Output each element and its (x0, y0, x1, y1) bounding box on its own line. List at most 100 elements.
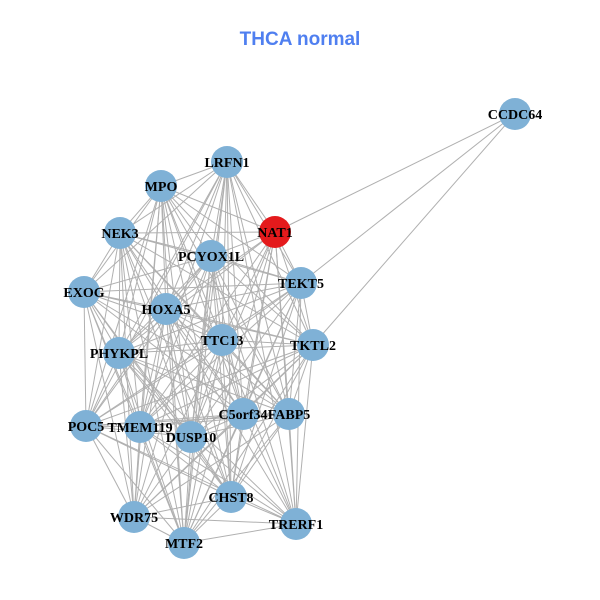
edge-ttc13-trerf1 (221, 339, 297, 525)
node-label: POC5 (68, 420, 105, 435)
node-phykpl[interactable] (103, 337, 135, 369)
node-label: C5orf34 (219, 408, 268, 423)
edge-hoxa5-fabp5 (165, 308, 290, 415)
node-wdr75[interactable] (118, 501, 150, 533)
node-fabp5[interactable] (273, 398, 305, 430)
edge-exog-wdr75 (83, 291, 135, 518)
edge-mpo-ttc13 (160, 185, 223, 341)
node-mpo[interactable] (145, 170, 177, 202)
edge-mpo-phykpl (118, 185, 162, 354)
edge-nek3-tktl2 (119, 232, 314, 346)
node-trerf1[interactable] (280, 508, 312, 540)
edge-mpo-c5orf34 (160, 185, 244, 415)
edge-lrfn1-phykpl (118, 161, 228, 354)
node-nek3[interactable] (104, 217, 136, 249)
edge-dusp10-mtf2 (183, 436, 192, 544)
edge-hoxa5-c5orf34 (165, 308, 244, 415)
node-nat1[interactable] (259, 216, 291, 248)
node-lrfn1[interactable] (211, 146, 243, 178)
edge-ccdc64-tekt5 (300, 113, 516, 284)
edge-chst8-wdr75 (133, 496, 232, 518)
node-hoxa5[interactable] (150, 293, 182, 325)
edge-tmem119-chst8 (139, 426, 232, 498)
edge-ttc13-poc5 (85, 339, 223, 427)
node-tktl2[interactable] (297, 329, 329, 361)
edge-wdr75-trerf1 (133, 516, 297, 525)
node-label: TRERF1 (269, 518, 323, 533)
edge-phykpl-mtf2 (118, 352, 185, 544)
edge-nek3-c5orf34 (119, 232, 244, 415)
edge-ttc13-dusp10 (190, 339, 223, 438)
edge-c5orf34-wdr75 (133, 413, 244, 518)
node-label: TMEM119 (107, 421, 172, 436)
edge-ttc13-fabp5 (221, 339, 290, 415)
edge-tktl2-chst8 (230, 344, 314, 498)
chart-title: THCA normal (239, 29, 361, 50)
edge-exog-c5orf34 (83, 291, 244, 415)
edge-nat1-mtf2 (183, 231, 276, 544)
node-poc5[interactable] (70, 410, 102, 442)
edge-exog-fabp5 (83, 291, 290, 415)
edge-nat1-hoxa5 (165, 231, 276, 310)
edge-tmem119-mtf2 (139, 426, 185, 544)
edge-ttc13-phykpl (118, 339, 223, 354)
edge-exog-poc5 (83, 291, 87, 427)
node-label: DUSP10 (166, 431, 217, 446)
node-label: MPO (145, 180, 178, 195)
edge-mtf2-trerf1 (183, 523, 297, 544)
node-tekt5[interactable] (285, 267, 317, 299)
edge-pcyox1l-fabp5 (210, 255, 290, 415)
edge-nat1-ttc13 (221, 231, 276, 341)
edge-tktl2-mtf2 (183, 344, 314, 544)
node-c5orf34[interactable] (227, 398, 259, 430)
edge-fabp5-trerf1 (288, 413, 297, 525)
node-ccdc64[interactable] (499, 98, 531, 130)
node-tmem119[interactable] (124, 411, 156, 443)
edge-hoxa5-tmem119 (139, 308, 167, 428)
edge-dusp10-trerf1 (190, 436, 297, 525)
node-label: FABP5 (268, 408, 311, 423)
edge-poc5-wdr75 (85, 425, 135, 518)
node-pcyox1l[interactable] (195, 240, 227, 272)
node-label: NEK3 (101, 227, 138, 242)
node-mtf2[interactable] (168, 527, 200, 559)
node-dusp10[interactable] (175, 421, 207, 453)
edge-lrfn1-exog (83, 161, 228, 293)
edge-pcyox1l-exog (83, 255, 212, 293)
node-label: PHYKPL (90, 347, 148, 362)
edge-ttc13-chst8 (221, 339, 232, 498)
edge-nek3-tmem119 (119, 232, 141, 428)
edge-poc5-chst8 (85, 425, 232, 498)
edge-tktl2-dusp10 (190, 344, 314, 438)
edge-tktl2-tmem119 (139, 344, 314, 428)
node-chst8[interactable] (215, 481, 247, 513)
edge-pcyox1l-wdr75 (133, 255, 212, 518)
edge-mpo-nat1 (160, 185, 276, 233)
edge-nek3-phykpl (118, 232, 121, 354)
edge-phykpl-trerf1 (118, 352, 297, 525)
edge-tekt5-fabp5 (288, 282, 302, 415)
node-label: NAT1 (257, 226, 293, 241)
edge-ccdc64-nat1 (274, 113, 516, 233)
node-label: EXOG (63, 286, 104, 301)
edge-tekt5-hoxa5 (165, 282, 302, 310)
edge-hoxa5-dusp10 (165, 308, 192, 438)
edge-phykpl-c5orf34 (118, 352, 244, 415)
edge-ccdc64-tktl2 (312, 113, 516, 346)
edge-hoxa5-tktl2 (165, 308, 314, 346)
edge-nat1-phykpl (118, 231, 276, 354)
node-label: HOXA5 (142, 303, 191, 318)
edge-pcyox1l-tktl2 (210, 255, 314, 346)
edges-layer (83, 113, 516, 544)
edge-fabp5-chst8 (230, 413, 290, 498)
node-label: TKTL2 (290, 339, 336, 354)
node-exog[interactable] (68, 276, 100, 308)
node-label: MTF2 (165, 537, 203, 552)
node-ttc13[interactable] (206, 324, 238, 356)
edge-phykpl-dusp10 (118, 352, 192, 438)
edge-nek3-poc5 (85, 232, 121, 427)
node-label: LRFN1 (204, 156, 249, 171)
edge-tekt5-exog (83, 282, 302, 293)
